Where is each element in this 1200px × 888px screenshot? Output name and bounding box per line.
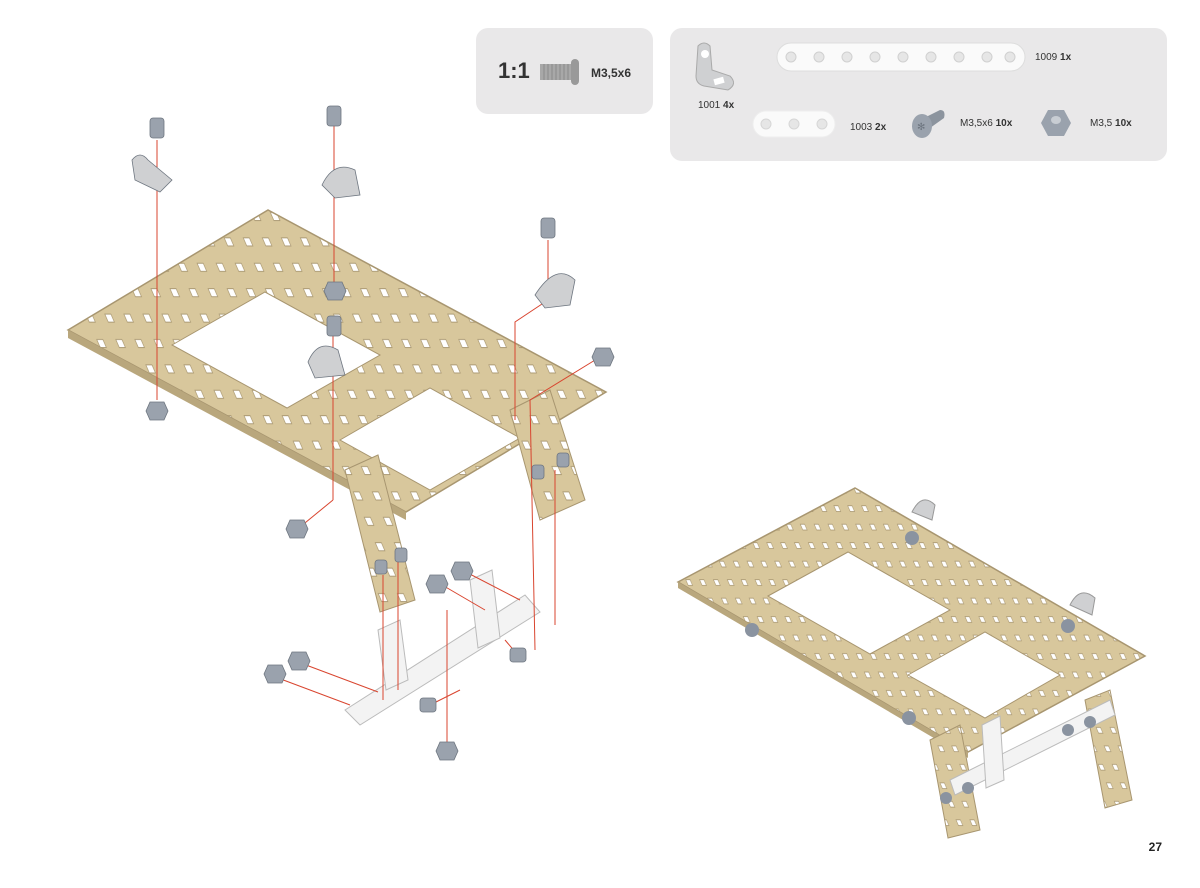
scale-reference-box: 1:1 M3,5x6 xyxy=(476,28,653,114)
part-1001-label: 1001 4x xyxy=(698,100,735,111)
flat-strip-3-hole-icon xyxy=(752,110,836,138)
part-screw-label: M3,5x6 10x xyxy=(960,118,1013,129)
part-1009-label: 1009 1x xyxy=(1035,52,1072,63)
screw-actual-size-icon xyxy=(540,59,579,85)
flat-strip-9-hole-icon xyxy=(776,42,1026,72)
nut-icon xyxy=(1041,110,1071,136)
parts-list-box: 1001 4x 1009 1x 1003 2x ✻ M3,5x6 10x M3,… xyxy=(670,28,1167,161)
scale-ratio: 1:1 xyxy=(498,58,530,83)
scale-label: M3,5x6 xyxy=(591,66,632,80)
part-nut-label: M3,5 10x xyxy=(1090,118,1132,129)
angle-bracket-icon xyxy=(695,42,734,91)
flat-strips-exploded xyxy=(344,569,541,726)
screw-icon: ✻ xyxy=(912,110,945,138)
screws-and-nuts xyxy=(131,105,615,761)
part-1003-label: 1003 2x xyxy=(850,122,887,133)
page-number: 27 xyxy=(1148,840,1162,854)
svg-text:✻: ✻ xyxy=(917,122,925,133)
assembled-model xyxy=(676,487,1147,839)
